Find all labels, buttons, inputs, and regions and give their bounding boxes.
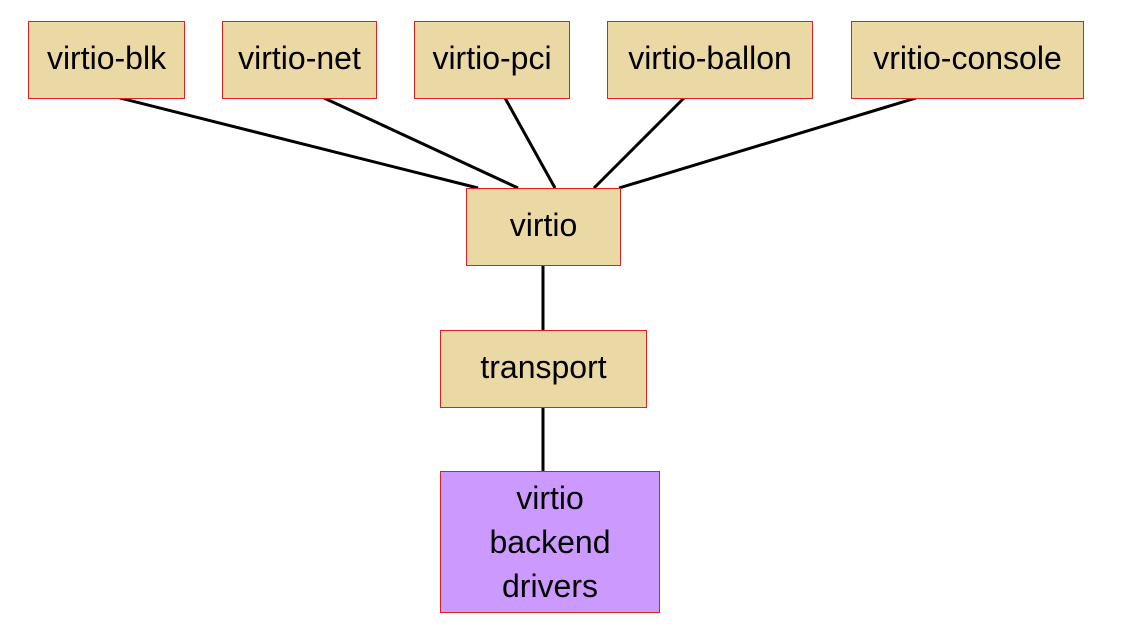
node-virtio-pci: virtio-pci [414,21,570,99]
edge-console-to-virtio [618,96,917,190]
node-transport: transport [440,330,647,408]
edge-net-to-virtio [323,96,519,190]
node-virtio-net: virtio-net [222,21,377,99]
node-vritio-console: vritio-console [851,21,1084,99]
node-virtio-blk: virtio-blk [28,21,185,99]
edge-blk-to-virtio [119,96,479,190]
edge-ballon-to-virtio [592,96,686,190]
node-virtio: virtio [466,188,621,266]
edge-pci-to-virtio [503,97,557,189]
node-virtio-ballon: virtio-ballon [607,21,813,99]
